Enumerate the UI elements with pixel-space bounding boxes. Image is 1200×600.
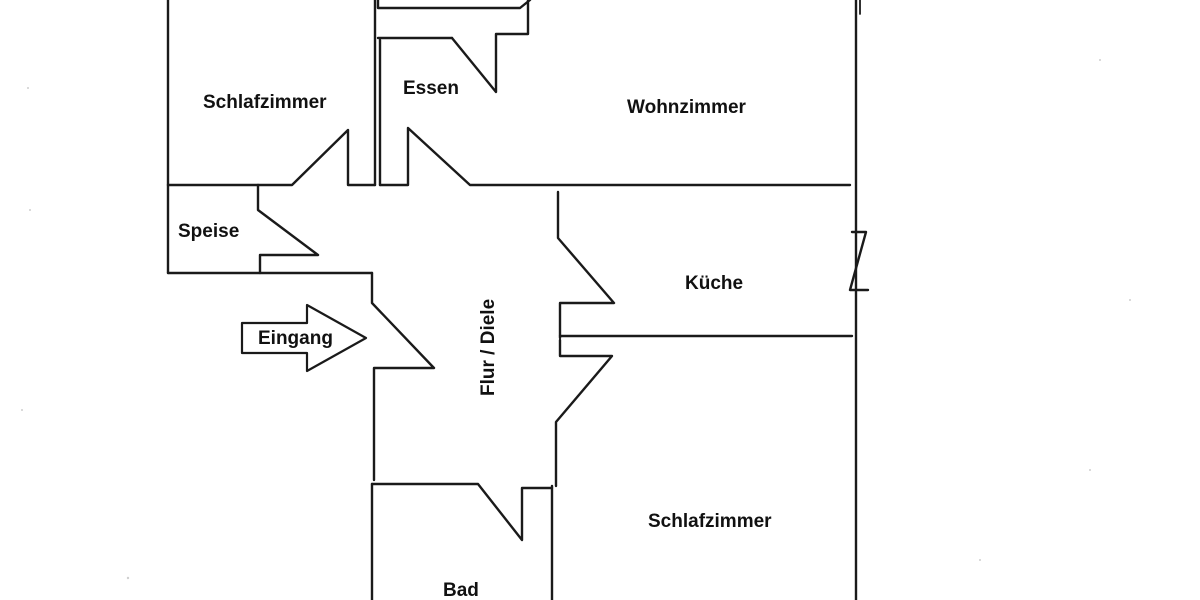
label-bedroom-top: Schlafzimmer: [203, 92, 327, 113]
door-speise: [256, 183, 320, 275]
door-essen-top: [450, 0, 530, 94]
door-entrance: [370, 271, 436, 482]
door-bedroom-top: [166, 128, 377, 187]
label-bedroom-bottom: Schlafzimmer: [648, 511, 772, 532]
door-bedroom-bottom: [554, 338, 614, 488]
label-wohnzimmer: Wohnzimmer: [627, 97, 747, 118]
wall-top-small-room: [376, 0, 532, 10]
kitchen-window-symbol: [848, 230, 870, 292]
wall-bath-top: [370, 482, 554, 542]
label-essen: Essen: [403, 78, 459, 99]
wall-corridor-right-top: [556, 190, 616, 340]
entrance-arrow-icon: [240, 303, 368, 373]
door-essen-bottom: [378, 126, 852, 187]
label-bad: Bad: [443, 580, 479, 600]
label-kueche: Küche: [685, 273, 743, 294]
scan-specks: [21, 59, 1131, 580]
walls: [166, 0, 870, 600]
label-eingang: Eingang: [258, 328, 333, 349]
label-flur: Flur / Diele: [478, 299, 499, 396]
label-speise: Speise: [178, 221, 239, 242]
